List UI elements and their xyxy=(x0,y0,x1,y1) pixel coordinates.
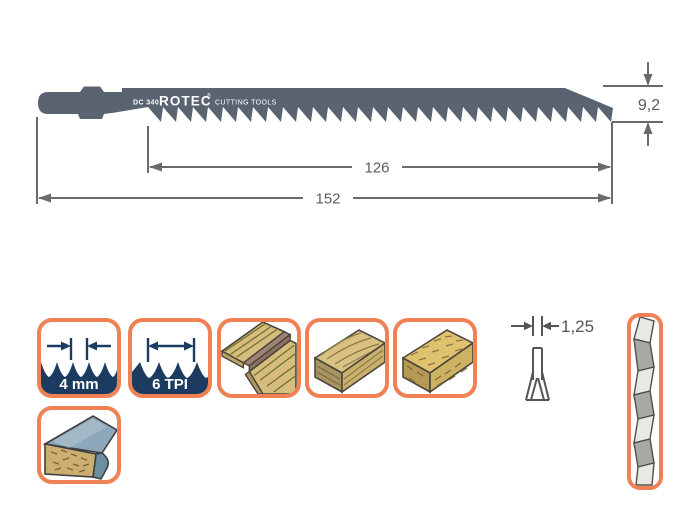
material-icon-laminated-corner xyxy=(217,318,301,398)
pitch-arrows-icon xyxy=(47,338,111,360)
jigsaw-blade-silhouette xyxy=(38,86,613,122)
blade-side-profile xyxy=(627,313,663,490)
kerf-diagram: 1,25 xyxy=(511,316,594,401)
arrow-left-icon xyxy=(542,321,551,331)
tooth-pitch-icon: 4 mm xyxy=(41,338,117,394)
kerf-arrows-icon xyxy=(511,316,559,336)
extension-lines xyxy=(36,117,613,204)
kerf-value: 1,25 xyxy=(561,317,594,336)
spec-icon-tooth-pitch: 4 mm xyxy=(37,318,121,398)
dimension-total-length-value: 152 xyxy=(315,191,340,208)
tooth-pitch-label: 4 mm xyxy=(59,376,98,393)
blade-technical-drawing: DC 340 ROTEC ® CUTTING TOOLS 9,2 126 xyxy=(36,62,663,208)
chipboard-icon xyxy=(401,329,473,394)
solid-wood-icon xyxy=(313,329,385,394)
arrow-right-icon xyxy=(598,193,611,203)
dimension-width-lines xyxy=(603,62,663,146)
tpi-arrows-icon xyxy=(146,338,196,362)
material-icon-chipboard xyxy=(393,318,477,398)
brand-tagline-text: CUTTING TOOLS xyxy=(215,100,277,107)
laminated-corner-icon xyxy=(221,322,297,394)
arrow-right-icon xyxy=(598,162,611,172)
blade-front-view-icon xyxy=(525,347,550,401)
arrow-left-icon xyxy=(38,193,51,203)
material-icon-worktop xyxy=(37,406,121,484)
arrow-left-icon xyxy=(149,162,162,172)
spec-icon-tpi: 6 TPI xyxy=(128,318,212,398)
set-teeth-side-view-icon xyxy=(633,317,655,486)
registered-trademark-icon: ® xyxy=(207,92,211,99)
tpi-icon: 6 TPI xyxy=(132,338,208,394)
arrow-down-icon xyxy=(643,74,653,86)
material-icon-solid-wood xyxy=(305,318,389,398)
saw-teeth-wave xyxy=(41,362,117,394)
tpi-label: 6 TPI xyxy=(152,376,188,393)
dimension-width-value: 9,2 xyxy=(638,97,660,114)
worktop-icon xyxy=(42,415,117,480)
saw-teeth-wave xyxy=(132,362,208,394)
arrow-up-icon xyxy=(643,122,653,134)
blade-model-text: DC 340 xyxy=(133,100,159,107)
brand-logo-text: ROTEC xyxy=(159,94,212,109)
arrow-right-icon xyxy=(524,321,533,331)
dimension-working-length-value: 126 xyxy=(364,160,389,177)
